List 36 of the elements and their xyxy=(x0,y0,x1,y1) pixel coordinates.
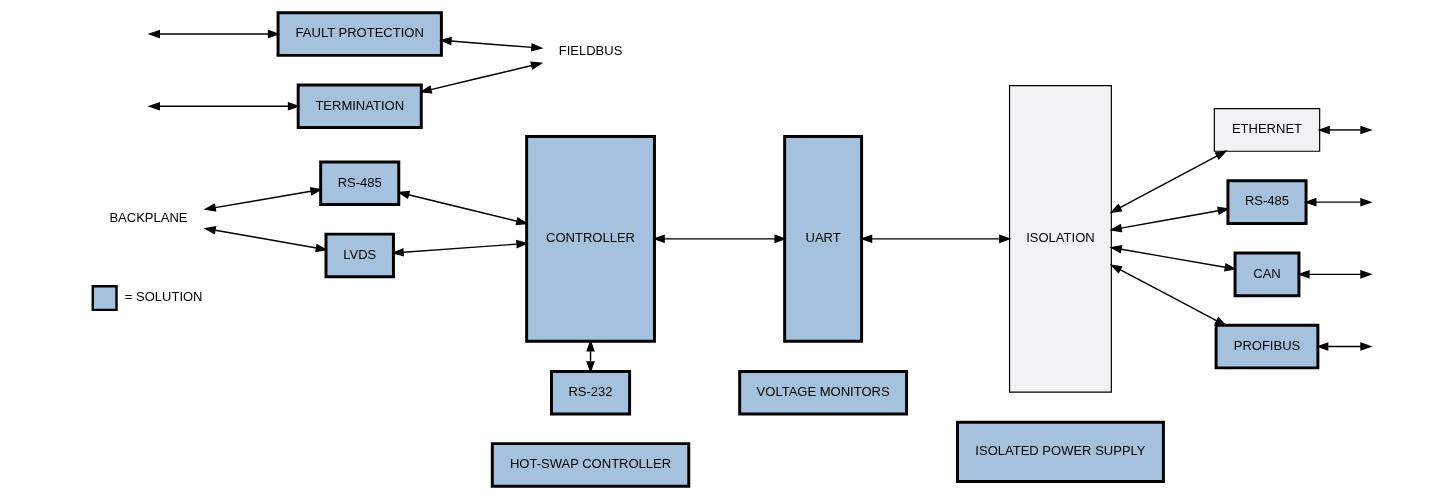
arrow xyxy=(859,234,1012,244)
arrow xyxy=(439,36,544,52)
arrow xyxy=(1304,197,1373,207)
arrow xyxy=(1109,245,1237,272)
legend-label: = SOLUTION xyxy=(124,289,203,305)
arrow xyxy=(203,226,328,253)
arrow xyxy=(147,101,301,111)
arrow xyxy=(419,61,544,94)
arrow xyxy=(397,190,529,226)
arrow xyxy=(391,239,529,257)
node-box: FAULT PROTECTION xyxy=(276,11,443,57)
node-box: VOLTAGE MONITORS xyxy=(738,369,909,416)
arrow xyxy=(1317,125,1373,135)
node-text: BACKPLANE xyxy=(109,210,188,226)
node-box: RS-232 xyxy=(550,369,632,416)
arrow xyxy=(1109,150,1228,214)
arrow xyxy=(147,29,281,39)
arrow xyxy=(1109,206,1230,233)
arrow xyxy=(652,234,787,244)
node-box: ISOLATION xyxy=(1008,84,1112,393)
arrow xyxy=(1316,342,1373,351)
node-box: CAN xyxy=(1233,251,1301,298)
node-box: LVDS xyxy=(324,232,395,279)
node-box: HOT-SWAP CONTROLLER xyxy=(490,442,691,488)
node-text: FIELDBUS xyxy=(558,43,623,59)
node-box: RS-485 xyxy=(1226,179,1308,225)
node-box: ISOLATED POWER SUPPLY xyxy=(956,420,1165,483)
node-box: UART xyxy=(783,135,864,343)
arrow xyxy=(1109,264,1228,327)
node-box: PROFIBUS xyxy=(1214,323,1320,370)
arrow xyxy=(1297,270,1373,279)
node-box: TERMINATION xyxy=(296,83,423,130)
node-box: ETHERNET xyxy=(1213,108,1321,152)
node-box: RS-485 xyxy=(319,160,401,206)
node-box: CONTROLLER xyxy=(525,135,656,343)
arrow xyxy=(203,187,323,212)
